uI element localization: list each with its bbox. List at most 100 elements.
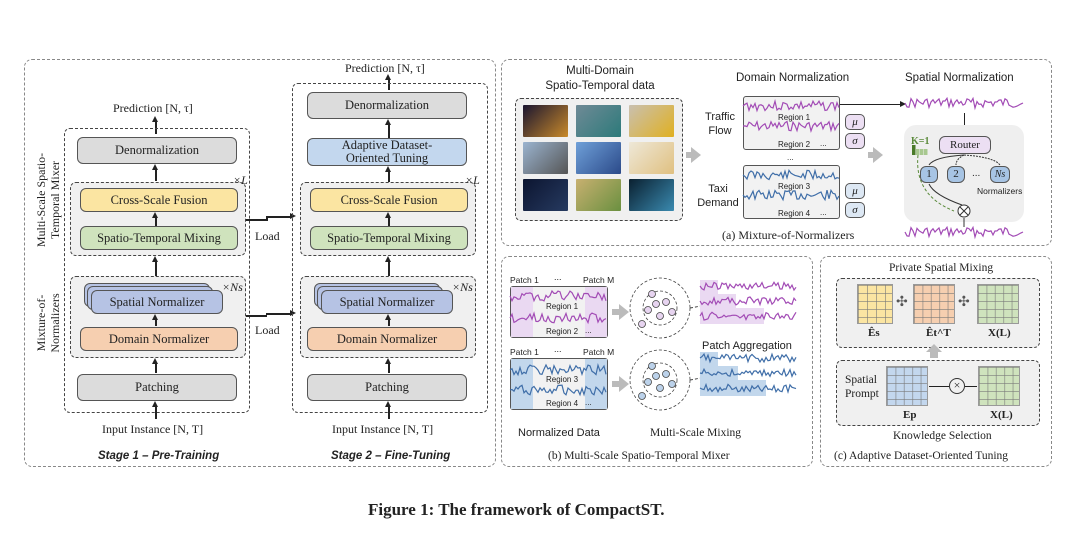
stage1-input-label: Input Instance [N, T] [102, 422, 204, 436]
spatial-norm-series-top [904, 96, 1024, 111]
knowledge-selection-title: Knowledge Selection [893, 430, 992, 442]
aggregated-series [699, 281, 797, 292]
arrow-head [385, 166, 391, 172]
graph-node [648, 362, 656, 370]
stage2-cross-scale-fusion: Cross-Scale Fusion [310, 188, 468, 212]
patch-last-label: Patch M [583, 275, 615, 285]
region-label: Region 2 [778, 140, 811, 149]
x-matrix [978, 366, 1020, 406]
graph-node [652, 300, 660, 308]
series-line [904, 225, 1024, 240]
stage1-outer-box [64, 128, 250, 413]
ep-label: Ep [903, 409, 917, 421]
graph-node [668, 380, 676, 388]
arrow-head [152, 401, 158, 407]
cross-op: ✣ [896, 295, 908, 310]
training-stages-panel [24, 59, 496, 467]
arrow-head [290, 213, 296, 219]
scale-ring [642, 290, 678, 326]
multiply-icon-cross [959, 206, 969, 216]
series-line [509, 311, 607, 325]
stage2-st-mixing: Spatio-Temporal Mixing [310, 226, 468, 250]
arrow-line [155, 362, 157, 373]
arrow-head [152, 314, 158, 320]
flow-arrow-head [619, 376, 629, 392]
k-label: K=1 [911, 136, 930, 147]
domain-label-traffic: Traffic Flow [705, 111, 735, 137]
stage1-st-mixing: Spatio-Temporal Mixing [80, 226, 238, 250]
load-connector [266, 216, 291, 218]
stage2-title: Stage 2 – Fine-Tuning [331, 450, 451, 462]
scale-ring [629, 349, 691, 411]
arrow-head [385, 314, 391, 320]
stage2-domain-normalizer: Domain Normalizer [307, 327, 467, 351]
stage2-repeat-L: ×L [465, 173, 480, 187]
router-edge [928, 154, 965, 166]
arrow-line [388, 318, 390, 326]
stage1-repeat-L: ×L [233, 173, 248, 187]
arrow-head [385, 119, 391, 125]
panel-b-mixer [501, 256, 813, 467]
k-bar [920, 149, 924, 155]
stage2-adaptive-tuning: Adaptive Dataset-Oriented Tuning [307, 138, 467, 166]
x-label: X(L) [988, 327, 1011, 339]
stage2-prediction-label: Prediction [N, τ] [345, 61, 425, 75]
connector-line [965, 386, 977, 388]
x-label: X(L) [990, 409, 1013, 421]
normalized-data-label: Normalized Data [518, 427, 600, 439]
aggregated-series [699, 352, 797, 364]
arrow-head [152, 212, 158, 218]
arrow-line [155, 120, 157, 134]
side-label-mixer: Multi-Scale Spatio- Temporal Mixer [34, 152, 62, 248]
region-label: Region 1 [546, 302, 579, 311]
region-label: Region 1 [778, 113, 811, 122]
multiply-icon: × [949, 378, 965, 394]
ellipsis: ... [972, 168, 981, 179]
flow-arrow-head [873, 147, 883, 163]
arrow-head [385, 74, 391, 80]
stage2-repeat-Ns: ×Ns [452, 280, 473, 294]
stage2-input-label: Input Instance [N, T] [332, 422, 434, 436]
side-label-mon: Mixture-of- Normalizers [34, 293, 62, 353]
load-label-mixer: Load [255, 229, 280, 243]
patch-first-label: Patch 1 [510, 275, 539, 285]
traffic-series-plot [742, 98, 840, 133]
panel-c-caption: (c) Adaptive Dataset-Oriented Tuning [834, 450, 1009, 462]
spatial-norm-title: Spatial Normalization [905, 72, 1014, 84]
normalized-series-2 [509, 362, 607, 397]
arrow-line [388, 362, 390, 373]
graph-node [638, 392, 646, 400]
series-line [742, 120, 840, 133]
ellipsis: ... [820, 208, 827, 217]
load-label-normalizer: Load [255, 323, 280, 337]
taxi-sigma: σ [845, 202, 865, 218]
ellipsis: ... [820, 139, 827, 148]
region-label: Region 4 [778, 209, 811, 218]
domain-norm-title: Domain Normalization [736, 72, 850, 84]
k-selection-edge [917, 154, 955, 212]
graph-node [648, 290, 656, 298]
load-connector [266, 216, 268, 221]
connector-line [929, 386, 949, 388]
flow-arrow-head [926, 344, 942, 352]
load-connector [266, 313, 291, 315]
arrow-head [385, 401, 391, 407]
graph-node [662, 298, 670, 306]
patch-highlight [511, 287, 533, 337]
arrow-line [388, 78, 390, 90]
router-box: Router [939, 136, 991, 154]
thumbnail-solar-panels [576, 142, 621, 174]
arrow-line [388, 123, 390, 139]
graph-node [644, 306, 652, 314]
arrow-head [152, 164, 158, 170]
arrow-head [290, 310, 296, 316]
series-line [742, 188, 840, 202]
arrow-line [155, 168, 157, 181]
thumbnail-network-visualization [629, 179, 674, 211]
router-edge [955, 154, 965, 166]
ellipsis: ... [554, 344, 562, 354]
flow-arrow [930, 350, 938, 358]
aggregated-series [699, 296, 797, 307]
arrow-line [388, 170, 390, 182]
k-bar [924, 149, 928, 155]
